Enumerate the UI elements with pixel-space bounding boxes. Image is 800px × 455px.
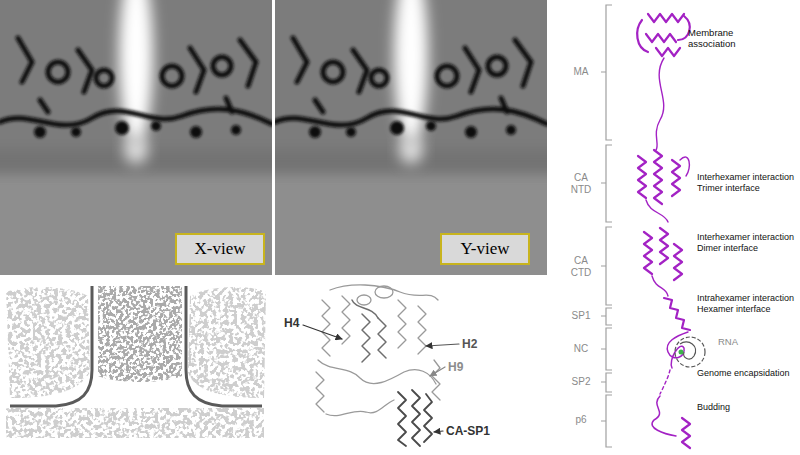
domain-brackets (601, 5, 612, 447)
domain-name: CA CTD (566, 255, 596, 279)
domain-name: CA NTD (566, 172, 596, 196)
helix-label: H2 (462, 337, 477, 351)
domain-name: MA (566, 66, 596, 78)
gag-ribbon (637, 14, 690, 448)
function-note: Membrane association (688, 27, 748, 50)
helix-label: H9 (448, 360, 463, 374)
domain-name: SP2 (566, 376, 596, 388)
domain-name: p6 (566, 414, 596, 426)
domain-name: SP1 (566, 310, 596, 322)
em-panel-x (0, 0, 272, 275)
density-map (6, 286, 266, 438)
view-label-box: X-view (175, 233, 265, 265)
view-label: X-view (195, 239, 246, 259)
molecule-label: RNA (718, 336, 738, 347)
zinc-site (679, 350, 684, 355)
function-note: Genome encapsidation (697, 368, 797, 379)
ca-ribbon (303, 285, 459, 446)
function-note: Interhexamer interaction Dimer interface (697, 232, 797, 254)
region-label: CA-SP1 (446, 424, 490, 438)
domain-name: NC (566, 343, 596, 355)
rna-strand (675, 337, 705, 367)
helix-label: H4 (284, 316, 299, 330)
function-note: Intrahexamer interaction Hexamer interfa… (697, 293, 797, 315)
function-note: Budding (697, 402, 787, 413)
em-panel-y (275, 0, 547, 275)
function-note: Interhexamer interaction Trimer interfac… (697, 172, 797, 194)
view-label: Y-view (460, 239, 509, 259)
view-label-box: Y-view (440, 233, 530, 265)
